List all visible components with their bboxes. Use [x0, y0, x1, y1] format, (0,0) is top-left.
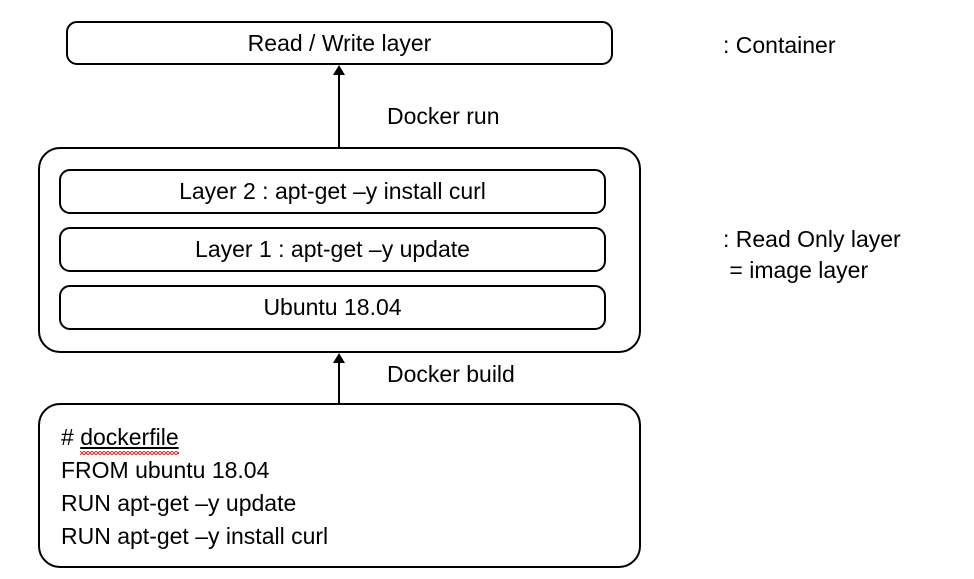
arrow-shaft	[338, 72, 340, 147]
arrow-head-up-icon	[333, 65, 345, 75]
read-write-layer-box: Read / Write layer	[66, 21, 613, 65]
image-layer-1-label: Layer 1 : apt-get –y update	[195, 236, 470, 262]
docker-build-label: Docker build	[387, 361, 515, 387]
image-layer-base-label: Ubuntu 18.04	[263, 294, 402, 320]
read-write-layer-label: Read / Write layer	[247, 29, 432, 56]
dockerfile-line-comment: # dockerfile	[61, 421, 639, 455]
docker-build-arrow	[333, 353, 345, 403]
image-layer-1: Layer 1 : apt-get –y update	[59, 227, 606, 272]
image-layer-2-label: Layer 2 : apt-get –y install curl	[179, 178, 486, 204]
annotation-container: : Container	[723, 32, 836, 58]
dockerfile-line-run-install: RUN apt-get –y install curl	[61, 523, 329, 549]
dockerfile-misspelled-word: dockerfile	[80, 424, 179, 455]
image-layer-2: Layer 2 : apt-get –y install curl	[59, 169, 606, 214]
dockerfile-comment-prefix: #	[61, 424, 81, 450]
docker-run-label: Docker run	[387, 103, 500, 129]
arrow-head-up-icon	[333, 353, 345, 363]
image-layer-base: Ubuntu 18.04	[59, 285, 606, 330]
annotation-image-layer: : Read Only layer = image layer	[723, 226, 901, 283]
dockerfile-line-from: FROM ubuntu 18.04	[61, 457, 270, 483]
dockerfile-box: # dockerfile FROM ubuntu 18.04 RUN apt-g…	[38, 403, 641, 568]
spellcheck-squiggle-icon	[80, 451, 179, 455]
dockerfile-line-run-update: RUN apt-get –y update	[61, 490, 297, 516]
image-container-box: Layer 2 : apt-get –y install curl Layer …	[38, 147, 641, 353]
arrow-shaft	[338, 360, 340, 403]
docker-run-arrow	[333, 65, 345, 147]
dockerfile-misspelled-text: dockerfile	[80, 424, 179, 450]
